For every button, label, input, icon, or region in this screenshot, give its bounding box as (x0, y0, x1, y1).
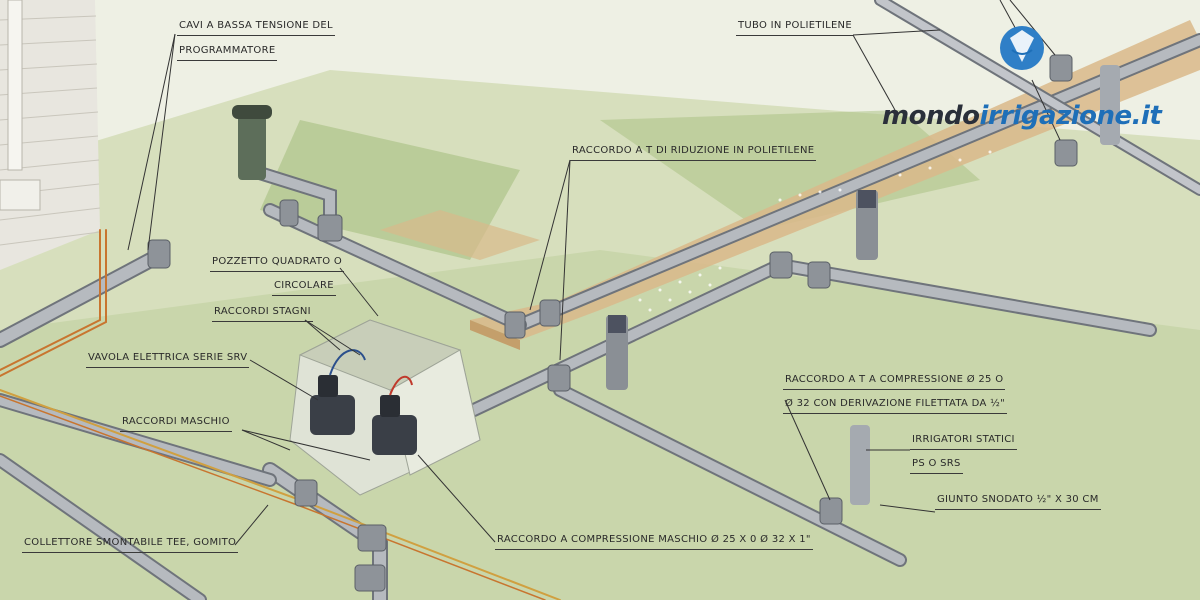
fittings (147, 54, 1078, 592)
solenoid-valves (310, 349, 417, 455)
label-raccordo-compressione-maschio: RACCORDO A COMPRESSIONE MASCHIO Ø 25 X 0… (495, 534, 813, 550)
label-pozzetto-line1: POZZETTO QUADRATO O (210, 256, 345, 272)
label-raccordi-stagni: RACCORDI STAGNI (212, 306, 313, 322)
sprinklers (232, 65, 1120, 505)
label-vavola: VAVOLA ELETTRICA SERIE SRV (86, 352, 250, 368)
label-irrigatori-line1: IRRIGATORI STATICI (910, 434, 1017, 450)
logo-drop-icon (1000, 26, 1044, 70)
label-raccordo-t-compressione-line2: Ø 32 CON DERIVAZIONE FILETTATA DA ½" (783, 398, 1007, 414)
label-irrigatori-line2: PS O SRS (910, 458, 963, 474)
leader-lines (127, 0, 1061, 546)
trench-soil (470, 20, 1200, 340)
label-raccordo-t-compressione-line1: RACCORDO A T A COMPRESSIONE Ø 25 O (783, 374, 1006, 390)
label-giunto: GIUNTO SNODATO ½" X 30 CM (935, 494, 1101, 510)
logo-part1: mondo (882, 101, 980, 131)
trench-soil-side (470, 320, 520, 350)
trench-left (380, 210, 540, 260)
label-raccordi-maschio: RACCORDI MASCHIO (120, 416, 232, 432)
grass-far-right (600, 110, 980, 230)
logo-wordmark[interactable]: mondoirrigazione.it (882, 101, 1162, 131)
low-voltage-cable (0, 229, 101, 371)
label-pozzetto-line2: CIRCOLARE (272, 280, 336, 296)
label-collettore: COLLETTORE SMONTABILE TEE, GOMITO (22, 537, 239, 553)
label-cavi-line1: CAVI A BASSA TENSIONE DEL (177, 20, 335, 36)
label-raccordo-t-riduzione: RACCORDO A T DI RIDUZIONE IN POLIETILENE (570, 145, 817, 161)
house-wall (0, 0, 101, 270)
label-tubo: TUBO IN POLIETILENE (736, 20, 854, 36)
label-cavi-line2: PROGRAMMATORE (177, 45, 278, 61)
logo-part2: irrigazione.it (979, 101, 1162, 131)
lawn-shade (0, 250, 1200, 600)
